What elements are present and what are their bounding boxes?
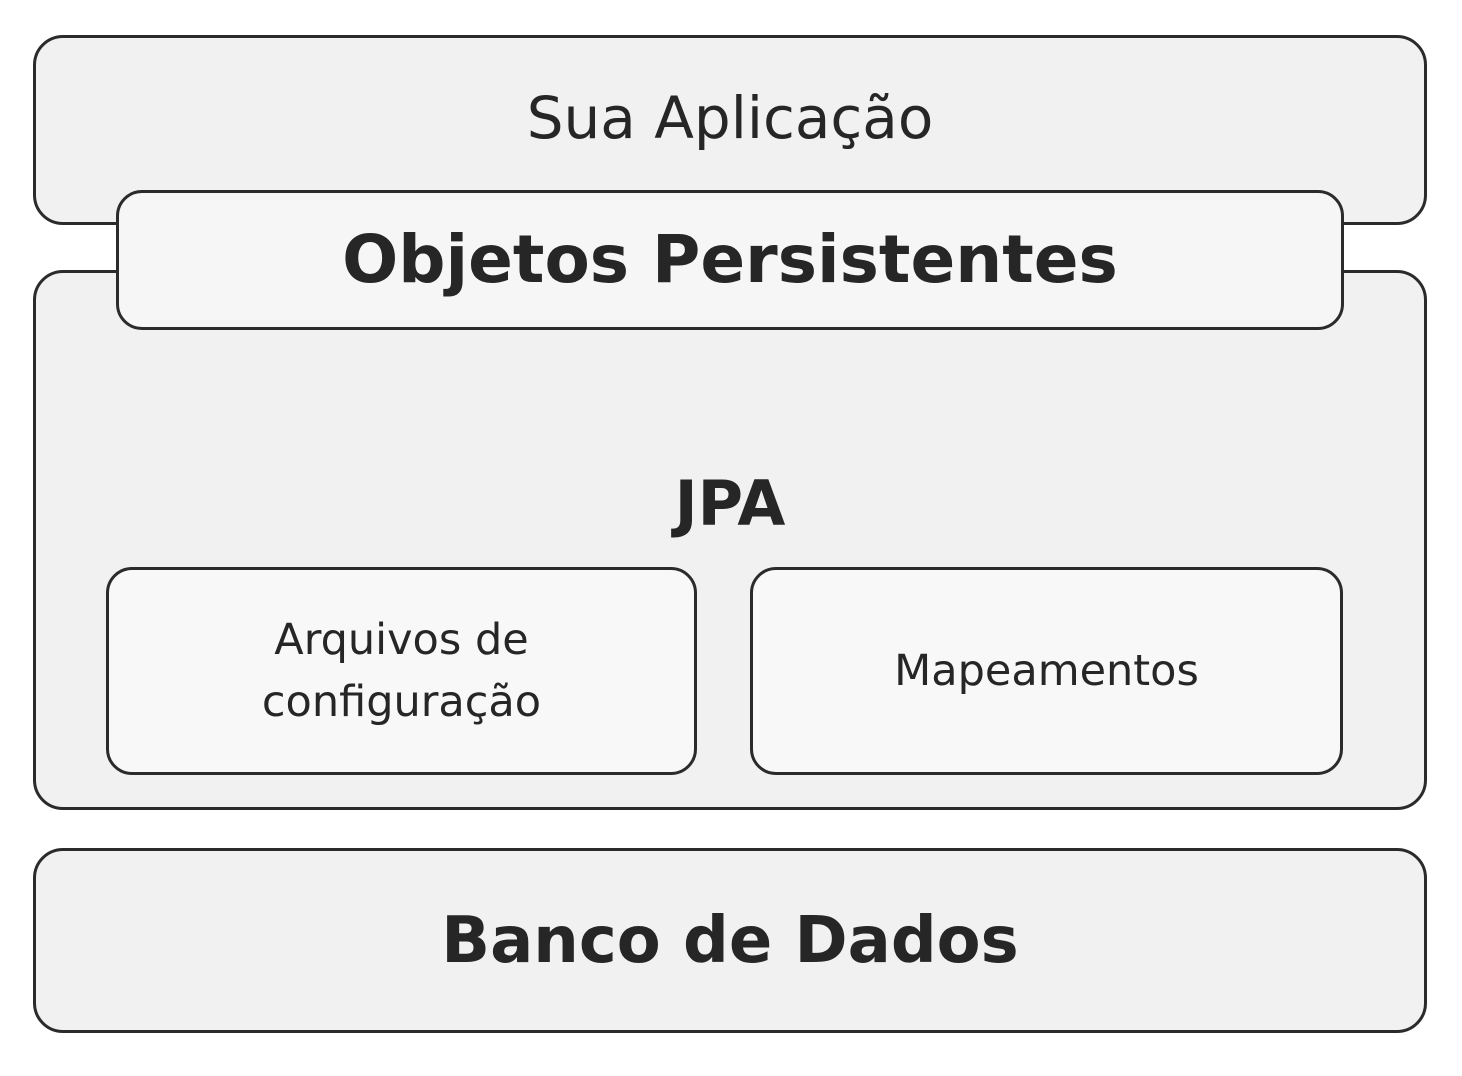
jpa-layer-label: JPA	[674, 467, 786, 540]
mappings-box: Mapeamentos	[750, 567, 1343, 775]
persistent-objects-layer: Objetos Persistentes	[116, 190, 1344, 330]
mappings-label: Mapeamentos	[894, 646, 1199, 696]
application-layer-label: Sua Aplicação	[526, 84, 934, 152]
config-files-box: Arquivos de configuração	[106, 567, 697, 775]
persistent-objects-label: Objetos Persistentes	[342, 220, 1118, 298]
database-layer: Banco de Dados	[33, 848, 1427, 1033]
config-files-label: Arquivos de configuração	[261, 615, 542, 727]
database-layer-label: Banco de Dados	[441, 903, 1019, 978]
